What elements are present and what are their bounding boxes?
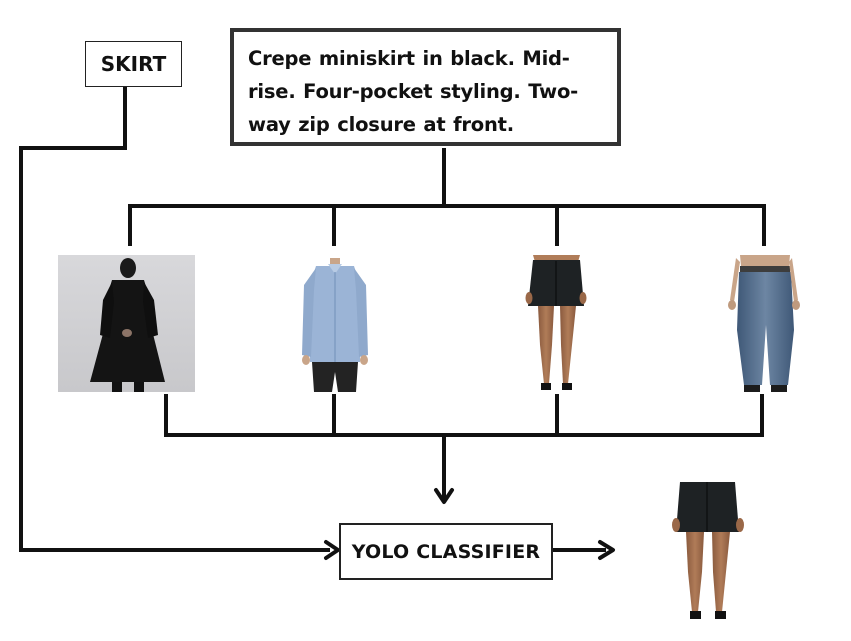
right-arrow-icon	[324, 540, 340, 560]
output-arrow-icon	[598, 540, 615, 560]
candidate-image-coat	[58, 255, 195, 392]
description-box: Crepe miniskirt in black. Mid-rise. Four…	[230, 28, 621, 146]
arrowheads	[324, 488, 615, 560]
candidate-image-miniskirt	[520, 255, 590, 392]
category-label-box: SKIRT	[85, 41, 182, 87]
candidate-image-jeans	[726, 255, 828, 392]
classifier-label: YOLO CLASSIFIER	[351, 540, 541, 563]
output-image-miniskirt	[660, 482, 770, 620]
connectors	[19, 85, 766, 552]
category-label: SKIRT	[100, 52, 167, 76]
classifier-box: YOLO CLASSIFIER	[339, 523, 553, 580]
down-arrow-icon	[434, 488, 454, 504]
candidate-image-shirt	[290, 255, 380, 392]
description-text: Crepe miniskirt in black. Mid-rise. Four…	[248, 47, 579, 136]
